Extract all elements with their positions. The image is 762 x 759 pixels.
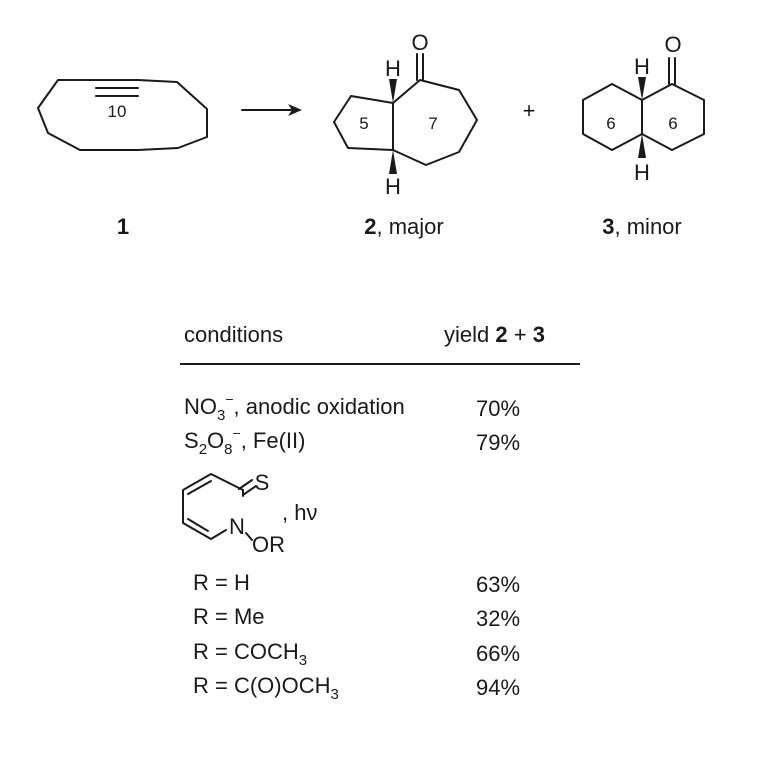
minor-product-structure: O H H 6 6 <box>582 32 705 185</box>
right-six-membered-ring <box>641 83 705 151</box>
cyclodecyne-structure: 10 <box>37 79 208 151</box>
oxygen-atom: O <box>664 32 681 57</box>
r-row-me-condition: R = Me <box>193 604 265 629</box>
stereo-wedge-top <box>638 77 646 100</box>
r-row-h-yield: 63% <box>476 572 520 597</box>
r-row-methoxycarbonyl-condition: R = C(O)OCH3 <box>193 673 339 703</box>
header-conditions: conditions <box>184 322 283 347</box>
ring-label-6-right: 6 <box>668 114 677 133</box>
header-yield: yield 2 + 3 <box>444 322 545 347</box>
compound-2-caption: 2, major <box>364 214 444 239</box>
sulfur-atom: S <box>255 470 270 495</box>
five-membered-ring <box>333 95 394 151</box>
compound-1-number: 1 <box>117 214 129 239</box>
r-row-methoxycarbonyl-yield: 94% <box>476 675 520 700</box>
stereo-wedge-bottom <box>389 150 397 174</box>
plus-sign: + <box>523 98 536 123</box>
left-six-membered-ring <box>582 83 643 151</box>
hydrogen-atom-top: H <box>385 56 401 81</box>
row-persulfate-condition: S2O8−, Fe(II) <box>184 425 305 458</box>
ring-label-5: 5 <box>359 114 368 133</box>
conditions-table: conditions yield 2 + 3 NO3−, anodic oxid… <box>180 322 580 703</box>
r-row-me-yield: 32% <box>476 606 520 631</box>
stereo-wedge-top <box>389 79 397 103</box>
ring-size-label: 10 <box>108 102 127 121</box>
stereo-wedge-bottom <box>638 134 646 158</box>
hydrogen-atom-bottom: H <box>634 160 650 185</box>
r-row-acetyl-condition: R = COCH3 <box>193 639 307 669</box>
reaction-arrow <box>241 104 302 116</box>
row-nitrate-condition: NO3−, anodic oxidation <box>184 391 405 424</box>
photolysis-label: , hν <box>282 500 317 525</box>
compound-3-caption: 3, minor <box>602 214 682 239</box>
ring-label-7: 7 <box>428 114 437 133</box>
nitrogen-atom: N <box>229 514 245 539</box>
cyclodecyne-ring <box>37 79 208 151</box>
ring-label-6-left: 6 <box>606 114 615 133</box>
thiopyridone-reagent-structure: S N OR , hν <box>182 470 317 557</box>
r-row-h-condition: R = H <box>193 570 250 595</box>
hydrogen-atom-bottom: H <box>385 174 401 199</box>
oxygen-atom: O <box>411 30 428 55</box>
r-row-acetyl-yield: 66% <box>476 641 520 666</box>
row-nitrate-yield: 70% <box>476 396 520 421</box>
hydrogen-atom-top: H <box>634 54 650 79</box>
oxy-substituent: OR <box>252 532 285 557</box>
major-product-structure: O H H 5 7 <box>333 30 478 199</box>
row-persulfate-yield: 79% <box>476 430 520 455</box>
seven-membered-ring <box>392 79 478 166</box>
